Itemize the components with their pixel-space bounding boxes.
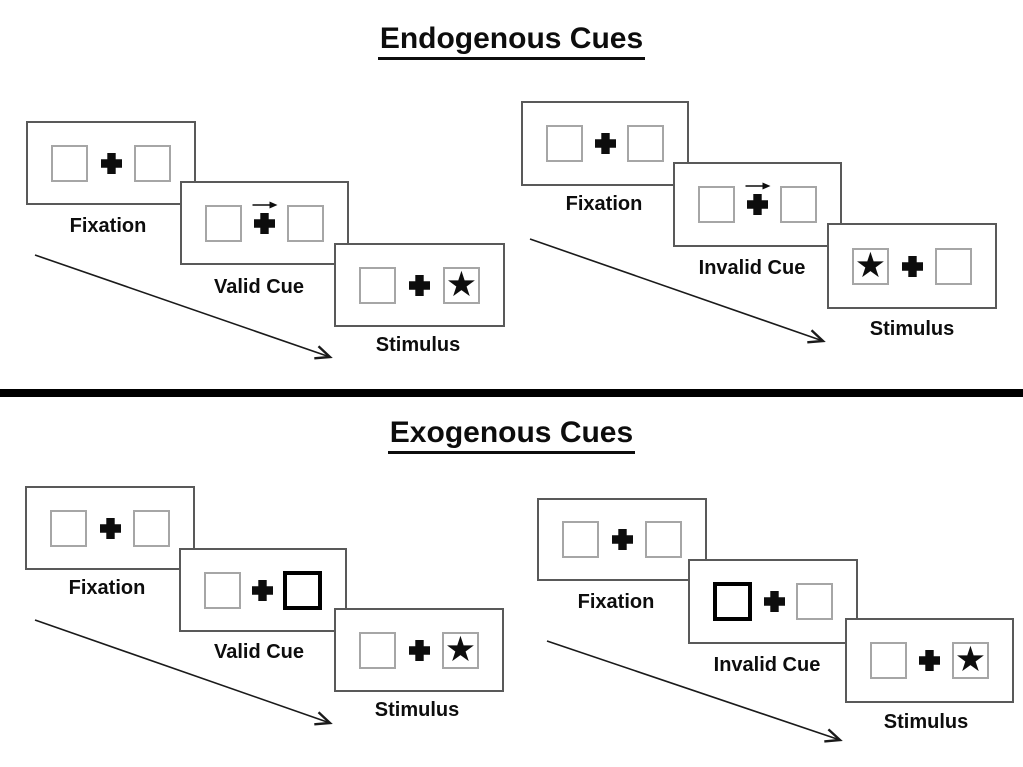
stimulus-panel: ★ [334, 608, 504, 692]
cue-arrow-right-icon [745, 182, 770, 190]
fixation-cross-icon [594, 133, 616, 154]
target-box-right: ★ [443, 264, 480, 304]
fixation-cross-icon [254, 212, 275, 234]
stimulus-panel: ★ [827, 223, 997, 309]
placeholder-box-left [50, 509, 87, 547]
fixation-cross-icon [409, 274, 430, 296]
fixation-cross-icon [408, 639, 430, 661]
peripheral-cue-box-left [713, 582, 752, 621]
panel-label-fixation: Fixation [68, 577, 146, 599]
fixation-cross-icon [100, 152, 122, 174]
fixation-cross-icon [763, 591, 785, 612]
fixation-cross-icon [747, 194, 768, 215]
placeholder-box-right [645, 521, 682, 558]
placeholder-box-left [359, 266, 396, 304]
placeholder-box-right [287, 204, 324, 242]
placeholder-box-left [698, 186, 735, 223]
fixation-cross-icon [251, 579, 273, 601]
invalid-cue-panel [688, 559, 858, 644]
target-box-right: ★ [952, 642, 989, 679]
placeholder-box-right [780, 186, 817, 223]
placeholder-box-left [562, 521, 599, 558]
panel-label-stimulus: Stimulus [375, 334, 461, 356]
peripheral-cue-box-right [283, 570, 322, 610]
target-star-icon: ★ [954, 640, 987, 679]
target-box-left: ★ [852, 245, 889, 285]
fixation-panel [26, 121, 196, 205]
fixation-cross-icon [901, 255, 923, 277]
placeholder-box-right [134, 144, 171, 182]
time-arrow [546, 640, 843, 743]
panel-label-fixation: Fixation [577, 591, 655, 613]
endogenous-section-title: Endogenous Cues [0, 22, 1023, 60]
fixation-panel [25, 486, 195, 570]
stimulus-panel: ★ [845, 618, 1014, 703]
placeholder-box-left [205, 204, 242, 242]
stimulus-panel: ★ [334, 243, 505, 327]
valid-cue-panel [180, 181, 349, 265]
panel-label-invalid-cue: Invalid Cue [713, 654, 821, 676]
endogenous-title-text: Endogenous Cues [377, 22, 646, 60]
time-arrow [529, 238, 826, 344]
section-divider [0, 389, 1023, 397]
time-arrow [34, 254, 333, 360]
panel-label-stimulus: Stimulus [869, 318, 955, 340]
placeholder-box-left [51, 144, 88, 182]
panel-label-fixation: Fixation [69, 215, 147, 237]
panel-label-fixation: Fixation [565, 193, 643, 215]
placeholder-box-right [627, 125, 664, 162]
fixation-cross-icon [611, 529, 633, 550]
target-star-icon: ★ [444, 629, 477, 669]
panel-label-valid-cue: Valid Cue [213, 276, 305, 298]
placeholder-box-right [133, 509, 170, 547]
placeholder-box-right [935, 247, 972, 285]
fixation-cross-icon [919, 650, 940, 671]
panel-label-valid-cue: Valid Cue [213, 641, 305, 663]
exogenous-section-title: Exogenous Cues [0, 416, 1023, 454]
target-box-right: ★ [442, 629, 479, 669]
panel-label-invalid-cue: Invalid Cue [698, 257, 806, 279]
target-star-icon: ★ [445, 264, 478, 304]
cue-arrow-right-icon [252, 201, 277, 209]
panel-label-stimulus: Stimulus [883, 711, 969, 733]
placeholder-box-left [546, 125, 583, 162]
fixation-panel [537, 498, 707, 581]
valid-cue-panel [179, 548, 347, 632]
placeholder-box-left [359, 631, 396, 669]
target-star-icon: ★ [854, 245, 887, 285]
invalid-cue-panel [673, 162, 842, 247]
exogenous-title-text: Exogenous Cues [387, 416, 636, 454]
fixation-panel [521, 101, 689, 186]
placeholder-box-left [204, 571, 241, 609]
fixation-cross-icon [99, 517, 121, 539]
time-arrow [34, 619, 333, 726]
panel-label-stimulus: Stimulus [374, 699, 460, 721]
placeholder-box-right [796, 583, 833, 620]
placeholder-box-left [870, 642, 907, 679]
